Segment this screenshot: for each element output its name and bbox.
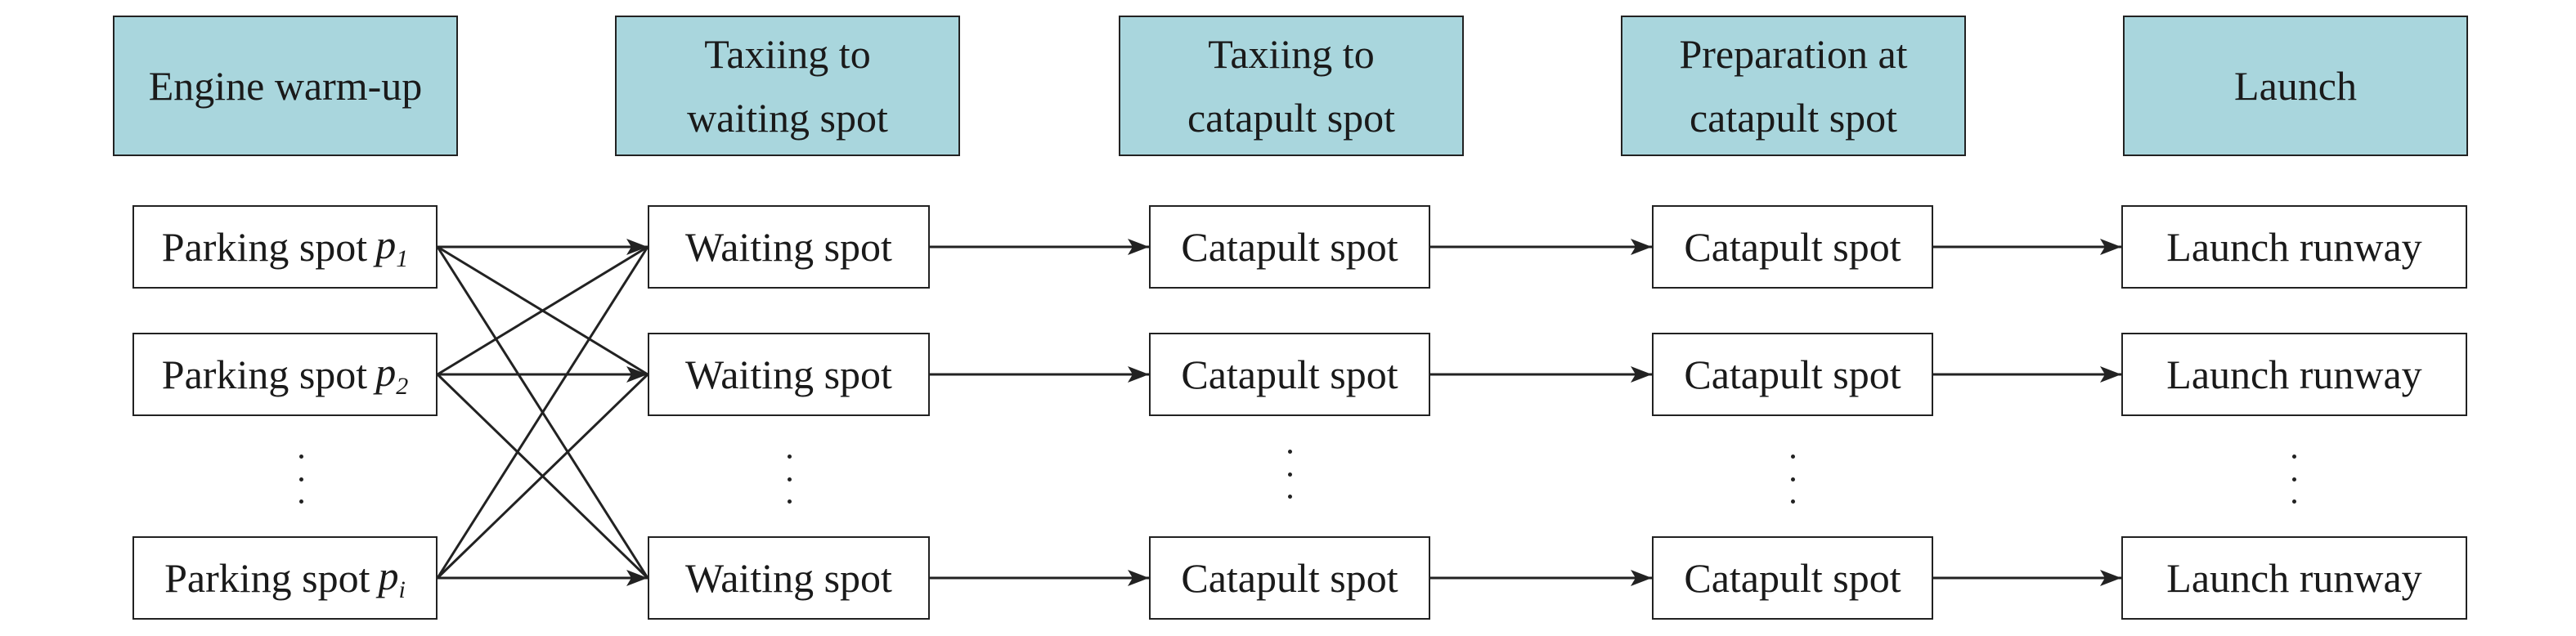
node-label: Parking spot: [161, 224, 368, 270]
subscript: 2: [396, 373, 409, 400]
arrowhead-icon: [626, 239, 648, 255]
node-label: Catapult spot: [1684, 352, 1901, 397]
node-label: Parking spot: [161, 352, 368, 397]
arrow-p2-to-waiting-1: [437, 245, 648, 376]
launch-runway-1: Launch runway: [2121, 205, 2467, 289]
vertical-ellipsis-icon: [285, 455, 317, 504]
arrowhead-icon: [1631, 239, 1652, 255]
vertical-ellipsis-icon: [2278, 455, 2310, 504]
arrowhead-icon: [1631, 366, 1652, 383]
node-label: Catapult spot: [1684, 555, 1901, 601]
arrow-pi-to-waiting-2: [436, 373, 649, 580]
arrowhead-icon: [2100, 570, 2121, 586]
symbol-p: p: [375, 349, 397, 395]
node-label: Catapult spot: [1181, 352, 1398, 397]
arrowhead-icon: [2100, 366, 2121, 383]
node-label: Catapult spot: [1684, 224, 1901, 270]
arrow-pi-to-waiting-1: [436, 246, 649, 579]
node-label: Waiting spot: [685, 224, 892, 270]
vertical-ellipsis-icon: [1273, 450, 1306, 499]
symbol-p: p: [378, 553, 399, 598]
catapult-spot-b-1: Catapult spot: [1652, 205, 1933, 289]
node-label: Launch runway: [2166, 224, 2422, 270]
node-label: Catapult spot: [1181, 224, 1398, 270]
catapult-spot-a-1: Catapult spot: [1149, 205, 1430, 289]
stage-label: Engine warm-up: [148, 63, 423, 109]
node-label: Waiting spot: [685, 555, 892, 601]
arrowhead-icon: [1631, 570, 1652, 586]
stage-taxiing-to-catapult-spot: Taxiing to catapult spot: [1119, 16, 1464, 156]
arrowhead-icon: [626, 366, 648, 383]
node-label: Parking spot: [164, 555, 370, 601]
node-label: Launch runway: [2166, 352, 2422, 397]
stage-launch: Launch: [2123, 16, 2468, 156]
node-symbol: pi: [379, 552, 406, 604]
stage-engine-warm-up: Engine warm-up: [113, 16, 458, 156]
launch-runway-3: Launch runway: [2121, 536, 2467, 620]
waiting-spot-3: Waiting spot: [648, 536, 930, 620]
waiting-spot-1: Waiting spot: [648, 205, 930, 289]
launch-runway-2: Launch runway: [2121, 333, 2467, 416]
node-label: Launch runway: [2166, 555, 2422, 601]
stage-taxiing-to-waiting-spot: Taxiing to waiting spot: [615, 16, 960, 156]
node-symbol: p2: [375, 348, 408, 401]
symbol-p: p: [375, 222, 397, 267]
vertical-ellipsis-icon: [1776, 455, 1809, 504]
stage-preparation-at-catapult-spot: Preparation at catapult spot: [1621, 16, 1966, 156]
node-symbol: p1: [375, 221, 408, 273]
arrowhead-icon: [1128, 570, 1149, 586]
arrowhead-icon: [626, 570, 648, 586]
subscript: i: [398, 576, 406, 603]
subscript: 1: [396, 245, 409, 272]
catapult-spot-b-3: Catapult spot: [1652, 536, 1933, 620]
stage-label: Launch: [2234, 63, 2357, 109]
stage-label: Taxiing to catapult spot: [1187, 31, 1396, 141]
stage-label: Preparation at catapult spot: [1679, 31, 1908, 141]
catapult-spot-a-3: Catapult spot: [1149, 536, 1430, 620]
arrowhead-icon: [1128, 366, 1149, 383]
waiting-spot-2: Waiting spot: [648, 333, 930, 416]
vertical-ellipsis-icon: [773, 455, 806, 504]
arrowhead-icon: [1128, 239, 1149, 255]
stage-label: Taxiing to waiting spot: [687, 31, 888, 141]
node-label: Catapult spot: [1181, 555, 1398, 601]
arrowhead-icon: [2100, 239, 2121, 255]
catapult-spot-a-2: Catapult spot: [1149, 333, 1430, 416]
catapult-spot-b-2: Catapult spot: [1652, 333, 1933, 416]
node-label: Waiting spot: [685, 352, 892, 397]
